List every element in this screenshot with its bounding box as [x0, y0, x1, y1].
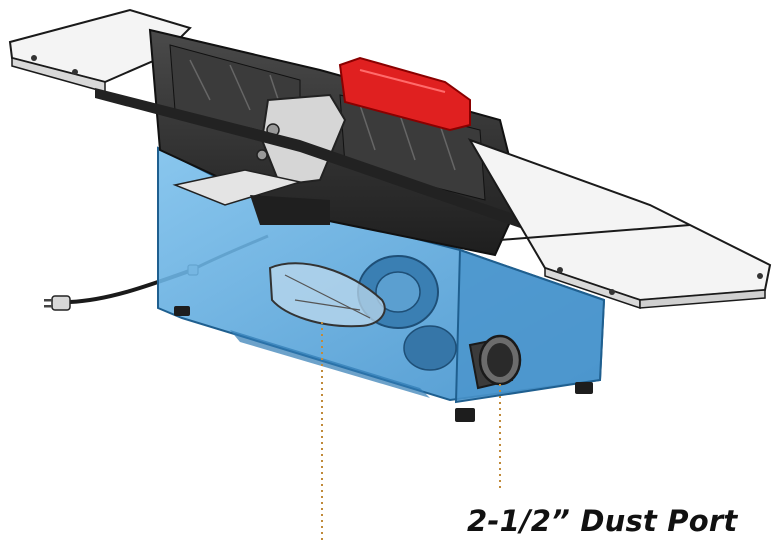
callout-leaders — [321, 322, 501, 540]
dust-port-label: 2-1/2” Dust Port — [467, 504, 738, 538]
rubber-foot — [575, 382, 593, 394]
rubber-foot — [455, 408, 475, 422]
internal-motor — [268, 255, 457, 371]
outfeed-table — [467, 138, 772, 310]
dust-port — [468, 334, 522, 390]
fence-rail — [95, 88, 560, 240]
rubber-foot — [174, 306, 190, 316]
blade-guard-red — [338, 56, 471, 132]
knob-icon — [256, 149, 268, 161]
